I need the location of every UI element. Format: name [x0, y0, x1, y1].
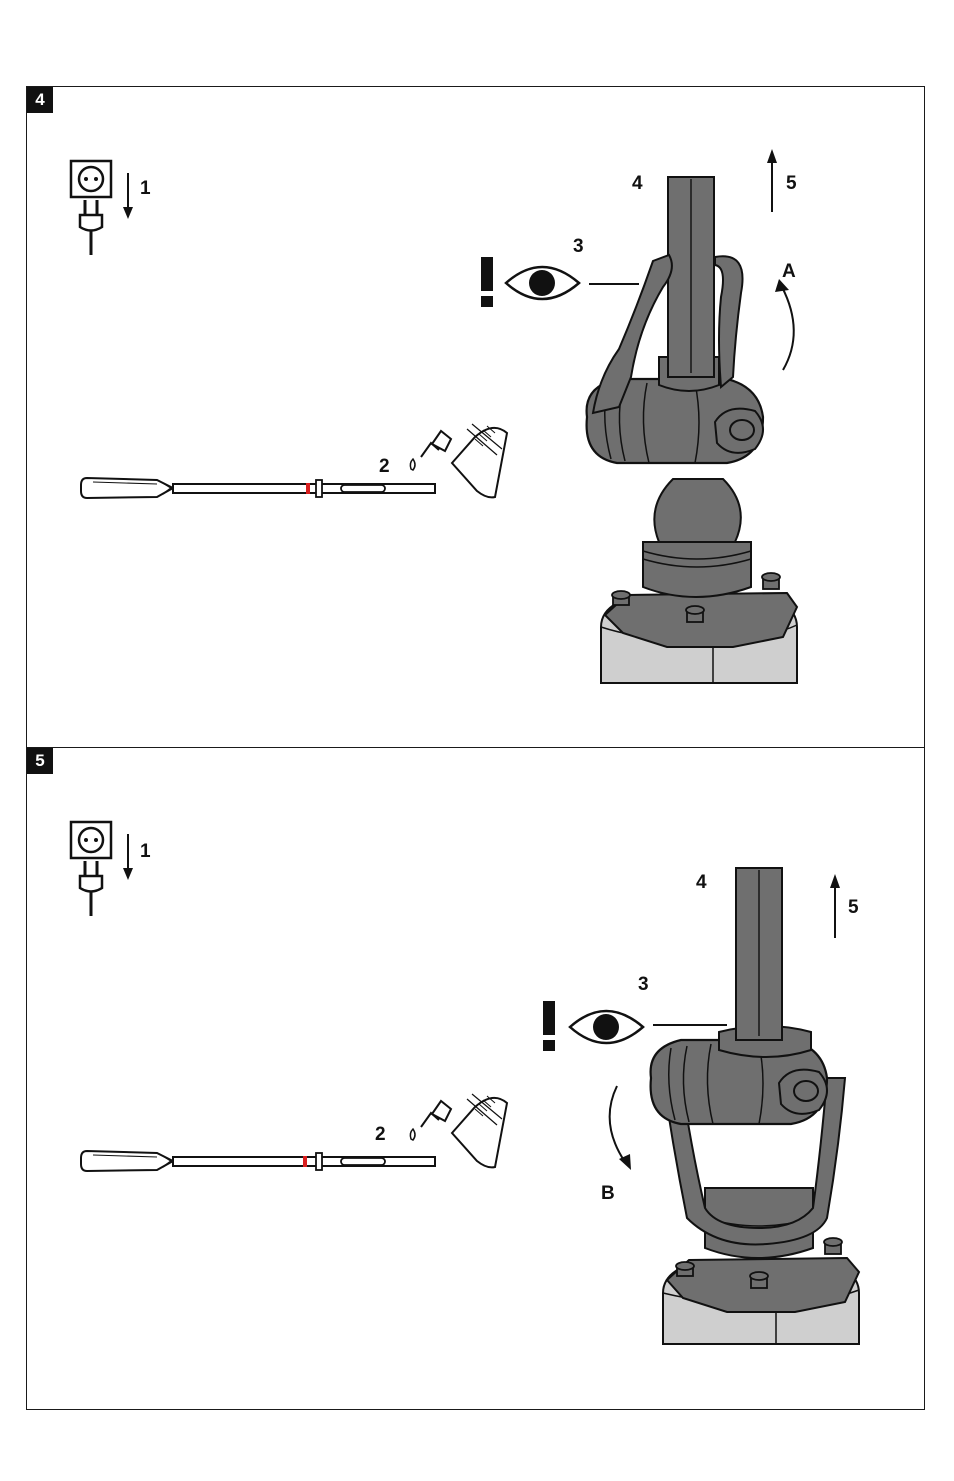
warning-exclamation-icon: [543, 1001, 555, 1051]
power-socket-icon: [71, 822, 111, 858]
power-plug-icon: [80, 200, 102, 255]
eye-icon: [570, 1011, 643, 1043]
chisel-tool-icon: [81, 1151, 435, 1171]
step-1-label: 1: [140, 841, 151, 862]
step-5-label: 5: [848, 897, 859, 918]
power-plug-icon: [80, 861, 102, 916]
pull-out-arrow: [767, 149, 777, 212]
depth-mark: [303, 1156, 307, 1167]
depth-mark: [306, 483, 310, 494]
eye-icon: [506, 267, 579, 299]
rotation-label: A: [782, 261, 796, 282]
unplug-arrow: [123, 173, 133, 219]
figure-5-illustration: 1 2 3: [27, 748, 926, 1411]
warning-exclamation-icon: [481, 257, 493, 307]
chisel-tool-icon: [81, 478, 435, 498]
step-2-label: 2: [375, 1124, 386, 1145]
unplug-arrow: [123, 834, 133, 880]
step-4-label: 4: [632, 173, 643, 194]
step-3-label: 3: [638, 974, 649, 995]
pull-out-arrow: [830, 874, 840, 938]
step-2-label: 2: [379, 456, 390, 477]
figure-5-panel: 5 1: [26, 747, 925, 1410]
breaker-chuck-illustration: [651, 868, 859, 1344]
power-socket-icon: [71, 161, 111, 197]
breaker-chuck-illustration: [587, 177, 797, 683]
figure-4-panel: 4 1: [26, 86, 925, 748]
rotation-arrow-a: [775, 279, 794, 370]
step-4-label: 4: [696, 872, 707, 893]
figure-4-illustration: 1 2 3: [27, 87, 926, 749]
step-3-label: 3: [573, 236, 584, 257]
step-5-label: 5: [786, 173, 797, 194]
rotation-label: B: [601, 1183, 615, 1204]
rotation-arrow-b: [610, 1086, 631, 1170]
step-1-label: 1: [140, 178, 151, 199]
